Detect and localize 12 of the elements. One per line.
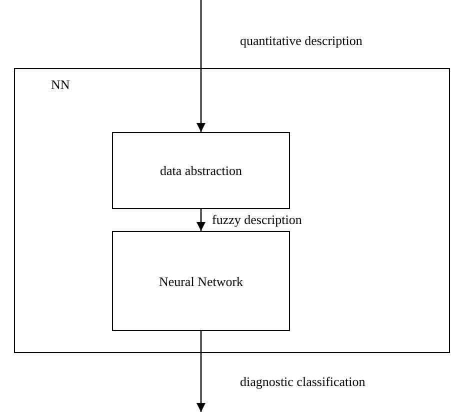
container-box (14, 68, 450, 353)
arrow (196, 331, 206, 412)
arrow (196, 209, 206, 231)
edge-label: quantitative description (240, 33, 362, 49)
arrow (196, 0, 206, 132)
container-title: NN (51, 77, 70, 92)
edge-label: fuzzy description (212, 212, 302, 228)
box-label: data abstraction (160, 163, 242, 178)
edge-label: diagnostic classification (240, 374, 366, 390)
process-box (112, 132, 290, 209)
process-box (112, 231, 290, 331)
box-label: Neural Network (158, 274, 244, 288)
